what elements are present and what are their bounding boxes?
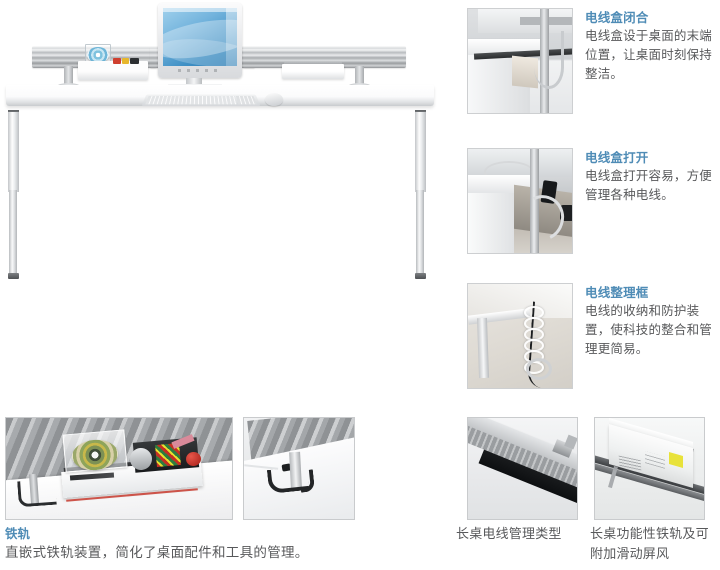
desk-leg-foot-right: [415, 273, 426, 279]
desk-leg-lower-right: [416, 190, 424, 275]
cable-tray-illustration: [468, 418, 577, 519]
cable-box-open-illustration: [468, 149, 572, 253]
long-desk-functional-rail-photo: [594, 417, 705, 520]
desk-leg-lower-left: [9, 190, 17, 275]
rail-support-post-right: [348, 66, 371, 90]
cd-disc: [87, 47, 109, 63]
functional-rail-illustration: [595, 418, 704, 519]
rail-hook-photo: [243, 417, 355, 520]
cable-box-open-photo: [467, 148, 573, 254]
keyboard-numpad: [235, 95, 257, 105]
document-shelf: [282, 64, 344, 79]
power-cable: [534, 31, 564, 89]
desk-leg-upper-right: [415, 112, 426, 192]
desk-leg-post: [476, 317, 490, 379]
rail-hook: [17, 478, 57, 508]
monitor-screen: [163, 8, 237, 66]
cable-ring-base: [526, 358, 552, 380]
feature-text-block: 电线盒闭合 电线盒设于桌面的末端位置，让桌面时刻保持整洁。: [585, 10, 713, 84]
monitor-buttons: [178, 69, 222, 72]
cable-spine-photo: [467, 283, 573, 389]
caption-long-desk-cable-management: 长桌电线管理类型: [456, 526, 562, 541]
mouse: [265, 93, 283, 106]
feature-body: 电线盒打开容易，方便管理各种电线。: [585, 169, 713, 202]
long-desk-cable-management-photo: [467, 417, 578, 520]
desk-panel: [468, 193, 514, 253]
stationery-item-yellow: [122, 58, 129, 64]
hero-desk-photo: [0, 0, 450, 300]
keyboard: [141, 94, 261, 107]
monitor-neck: [186, 78, 202, 87]
cable-spine-segments: [524, 306, 550, 384]
cable-port: [560, 205, 572, 221]
rail-tray-with-cds-photo: [5, 417, 233, 520]
feature-title: 电线整理框: [585, 286, 649, 300]
feature-title: 电线盒闭合: [585, 11, 649, 25]
feature-title: 电线盒打开: [585, 151, 649, 165]
cable-spine-illustration: [468, 284, 572, 388]
rail-caption-title: 铁轨: [5, 527, 31, 541]
keyboard-keys: [145, 95, 238, 105]
feature-body: 电线盒设于桌面的末端位置，让桌面时刻保持整洁。: [585, 29, 713, 81]
feature-text-block: 电线盒打开 电线盒打开容易，方便管理各种电线。: [585, 150, 713, 205]
desk-leg-foot-left: [8, 273, 19, 279]
rail-tray-illustration: [6, 418, 232, 519]
caption-long-desk-functional-rail: 长桌功能性铁轨及可附加滑动屏风: [590, 526, 709, 561]
hero-illustration: [0, 0, 450, 300]
stationery-item-red: [113, 58, 121, 64]
desk-rail-right-segment: [243, 46, 406, 68]
monitor-taskbar: [163, 8, 237, 12]
desk-leg-post: [540, 9, 549, 113]
cable-box-closed-illustration: [468, 9, 572, 113]
rail-caption-body: 直嵌式铁轨装置，简化了桌面配件和工具的管理。: [5, 545, 309, 560]
feature-body: 电线的收纳和防护装置，使科技的整合和管理更简易。: [585, 304, 713, 356]
rail-support-post-left: [57, 66, 80, 90]
cable-box-closed-photo: [467, 8, 573, 114]
desk-organizer-tray: [78, 61, 148, 80]
rail-caption-block: 铁轨 直嵌式铁轨装置，简化了桌面配件和工具的管理。: [5, 526, 445, 563]
rail-hook-illustration: [244, 418, 354, 519]
desk-leg-upper-left: [8, 112, 19, 192]
feature-text-block: 电线整理框 电线的收纳和防护装置，使科技的整合和管理更简易。: [585, 285, 713, 359]
stationery-item-dark: [130, 58, 139, 64]
desk-leg-post: [530, 149, 539, 253]
monitor-sidebar: [226, 8, 237, 66]
